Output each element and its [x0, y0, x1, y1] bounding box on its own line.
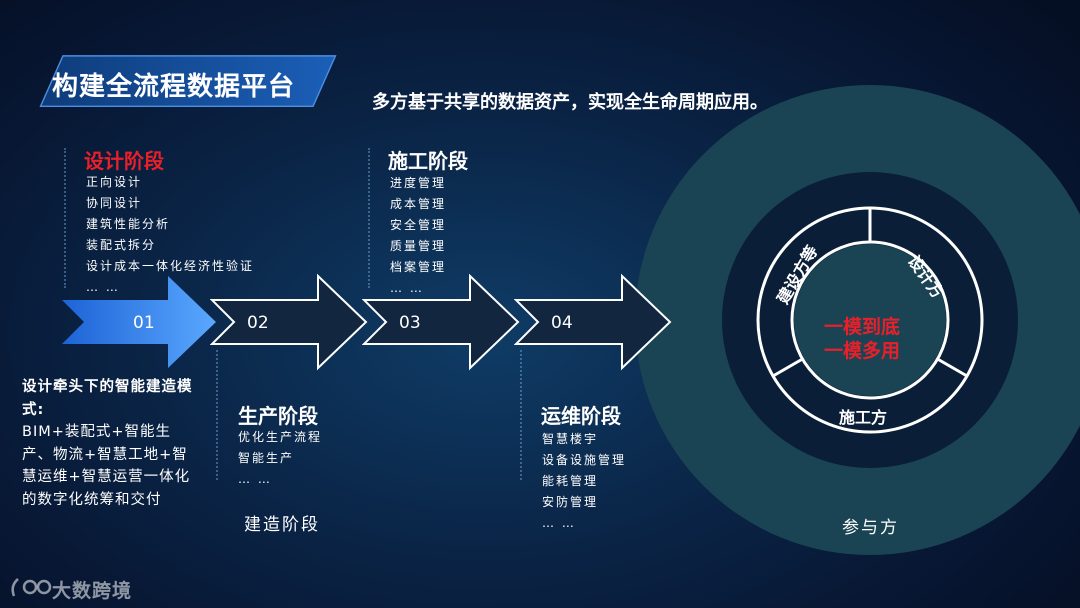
- list-item: 能耗管理: [542, 474, 599, 488]
- list-item: 设备设施管理: [542, 453, 627, 467]
- operation-stage-list: 智慧楼宇 设备设施管理 能耗管理 安防管理 … …: [542, 429, 626, 534]
- design-stage-title: 设计阶段: [84, 149, 164, 173]
- list-item: 质量管理: [390, 239, 447, 253]
- list-item: 进度管理: [390, 176, 447, 190]
- page-subtitle: 多方基于共享的数据资产，实现全生命周期应用。: [372, 92, 768, 113]
- design-divider: [64, 148, 66, 288]
- mode-description-body: BIM+装配式+智能生产、物流+智慧工地+智慧运维+智慧运营一体化的数字化统筹和…: [22, 424, 191, 508]
- list-item: … …: [542, 516, 576, 530]
- mode-description-lead: 设计牵头下的智能建造模式:: [22, 379, 193, 418]
- list-item: 智能生产: [238, 451, 295, 465]
- segment-contractor: 施工方: [839, 408, 888, 427]
- operation-stage-title: 运维阶段: [541, 404, 621, 428]
- arrow-number-03: 03: [399, 313, 421, 333]
- page-title: 构建全流程数据平台: [52, 72, 296, 102]
- design-stage-list: 正向设计 协同设计 建筑性能分析 装配式拆分 设计成本一体化经济性验证 … …: [86, 172, 254, 298]
- list-item: … …: [86, 280, 120, 294]
- list-item: 安全管理: [390, 218, 447, 232]
- list-item: 设计成本一体化经济性验证: [86, 259, 255, 273]
- production-divider: [216, 350, 218, 480]
- build-stage-label: 建造阶段: [244, 515, 320, 535]
- list-item: 档案管理: [390, 260, 447, 274]
- arrow-number-04: 04: [551, 313, 573, 333]
- arrow-04: [514, 273, 672, 371]
- list-item: 装配式拆分: [86, 238, 157, 252]
- production-stage-title: 生产阶段: [238, 404, 318, 428]
- arrow-number-02: 02: [247, 313, 269, 333]
- list-item: … …: [390, 281, 424, 295]
- production-stage-list: 优化生产流程 智能生产 … …: [238, 427, 322, 490]
- watermark-text: 大数跨境: [52, 580, 133, 602]
- list-item: 优化生产流程: [238, 430, 323, 444]
- list-item: 成本管理: [390, 197, 447, 211]
- operation-divider: [520, 350, 522, 480]
- construction-stage-list: 进度管理 成本管理 安全管理 质量管理 档案管理 … …: [390, 173, 446, 299]
- construction-divider: [368, 148, 370, 288]
- arrow-01: [62, 276, 216, 368]
- list-item: 智慧楼宇: [542, 432, 599, 446]
- list-item: 协同设计: [86, 196, 143, 210]
- list-item: 建筑性能分析: [86, 217, 171, 231]
- mode-description: 设计牵头下的智能建造模式: BIM+装配式+智能生产、物流+智慧工地+智慧运维+…: [22, 376, 202, 511]
- watermark-logo-icon: [11, 578, 52, 597]
- list-item: 正向设计: [86, 175, 143, 189]
- center-slogan-2: 一模多用: [824, 340, 901, 362]
- arrow-02: [210, 273, 368, 371]
- list-item: 安防管理: [542, 495, 599, 509]
- arrow-03: [362, 273, 520, 371]
- arrow-number-01: 01: [133, 313, 155, 333]
- construction-stage-title: 施工阶段: [388, 149, 468, 173]
- participants-circle: [756, 206, 984, 434]
- participants-label: 参与方: [842, 518, 899, 538]
- title-banner: [39, 55, 337, 107]
- list-item: … …: [238, 472, 272, 486]
- center-slogan-1: 一模到底: [824, 316, 901, 338]
